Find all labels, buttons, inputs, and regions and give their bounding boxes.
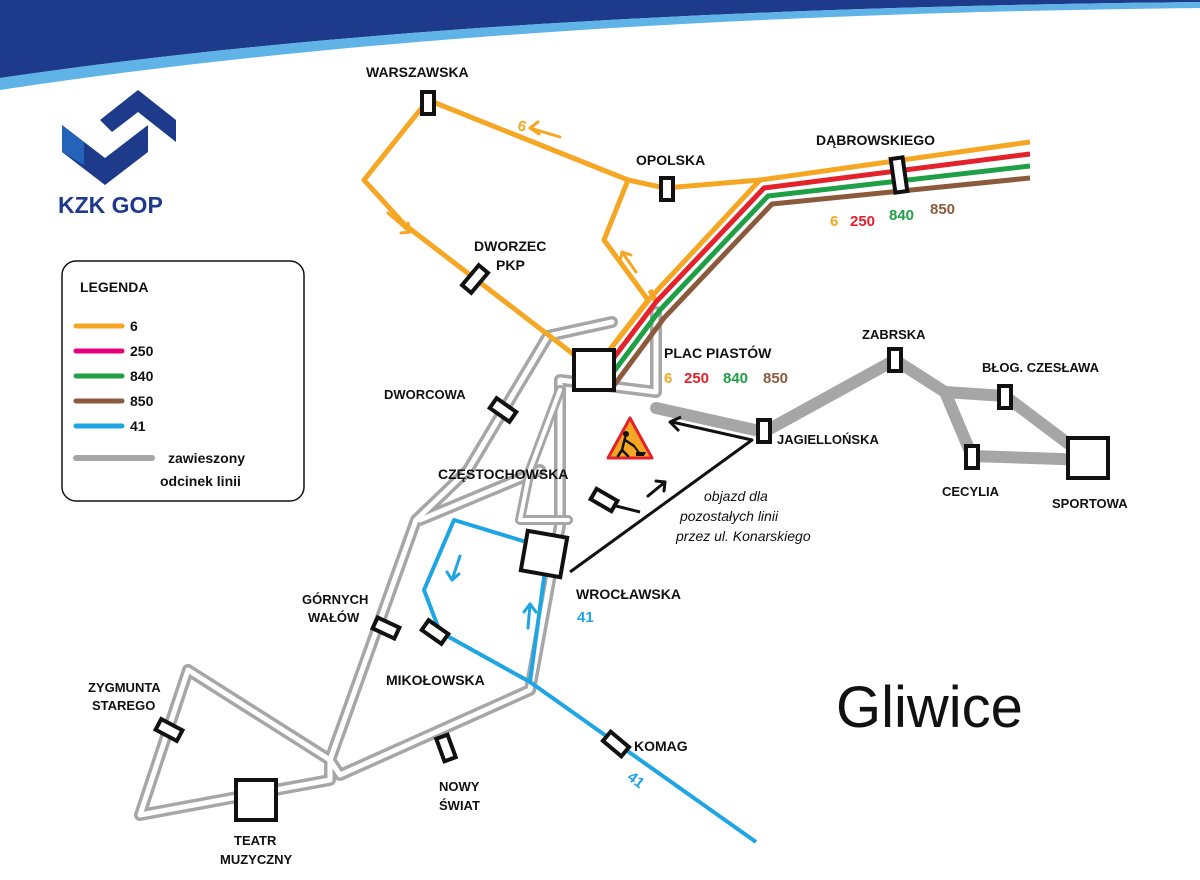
label-teatr-1: TEATR [234,833,277,848]
label-nowy-2: ŚWIAT [439,798,480,813]
stop-marker-komag [600,728,632,760]
stop-markers [152,90,1110,822]
stop-marker-dabrowskiego [888,155,910,195]
label-sportowa: SPORTOWA [1052,496,1128,511]
route-6-label: 6 [516,117,528,136]
label-komag: KOMAG [634,738,688,754]
legend-swatches [73,323,155,461]
label-dabrowskiego: DĄBROWSKIEGO [816,132,935,148]
legend-box [61,260,305,502]
label-opolska: OPOLSKA [636,152,705,168]
label-gornych-2: WAŁÓW [308,610,360,625]
komag-line-41: 41 [624,768,648,792]
legend-label-850: 850 [130,393,154,409]
stop-marker-dworzec [459,262,491,296]
stop-marker-dworcowa [486,395,520,425]
kzk-gop-logo: KZK GOP [58,90,176,218]
detour-note: objazd dla pozostałych linii przez ul. K… [675,488,811,544]
label-gornych-1: GÓRNYCH [302,592,368,607]
legend-label-840: 840 [130,368,154,384]
route-6-line [361,97,658,372]
label-mikolowska: MIKOŁOWSKA [386,672,485,688]
label-nowy-1: NOWY [439,779,480,794]
city-name: Gliwice [836,675,1023,740]
detour-note-line-1: objazd dla [704,488,768,504]
dab-line-250: 250 [850,213,875,230]
label-dworcowa: DWORCOWA [384,387,466,402]
label-jagiellonska: JAGIELLOŃSKA [777,432,879,447]
stop-marker-plac-piastow [572,348,616,392]
legend-label-suspended-1: zawieszony [168,450,245,466]
label-warszawska: WARSZAWSKA [366,64,469,80]
label-teatr-2: MUZYCZNY [220,852,293,867]
stop-labels: WARSZAWSKA OPOLSKA DĄBROWSKIEGO DWORZEC … [88,64,1128,867]
stop-marker-warszawska [420,90,436,116]
detour-note-line-3: przez ul. Konarskiego [675,528,811,544]
label-czestochowska: CZĘSTOCHOWSKA [438,466,568,482]
stop-marker-nowy-swiat [433,732,459,764]
plac-line-6: 6 [664,370,672,387]
suspended-routes [134,306,1096,821]
stop-marker-cecylia [964,444,980,470]
label-zabrska: ZABRSKA [862,327,926,342]
direction-arrows [386,120,667,630]
roadworks-warning-icon [606,416,654,460]
dab-line-6: 6 [830,213,838,230]
stop-marker-teatr [234,778,278,822]
route-41-line [422,518,758,844]
stop-marker-czestochowska [587,486,621,514]
brand-name: KZK GOP [58,192,163,218]
legend-label-suspended-2: odcinek linii [160,473,241,489]
dab-line-840: 840 [889,207,914,224]
label-zygmunta-2: STAREGO [92,698,155,713]
legend-label-41: 41 [130,418,146,434]
label-wroclawska: WROCŁAWSKA [576,586,681,602]
line-number-labels: 6 250 840 850 6 250 840 850 6 41 41 [516,117,955,792]
header-banner [0,0,1200,90]
stop-marker-mikolowska [418,617,452,647]
label-blog-czeslawa: BŁOG. CZESŁAWA [982,360,1100,375]
legend-title: LEGENDA [80,279,148,295]
label-cecylia: CECYLIA [942,484,1000,499]
label-dworzec-1: DWORZEC [474,238,546,254]
label-plac-piastow: PLAC PIASTÓW [664,344,772,361]
stop-marker-zygmunta [152,716,186,744]
stop-marker-gornych-walow [369,614,403,642]
plac-line-250: 250 [684,370,709,387]
detour-pointers [569,415,754,574]
label-dworzec-2: PKP [496,257,525,273]
legend-label-250: 250 [130,343,154,359]
label-zygmunta-1: ZYGMUNTA [88,680,161,695]
stop-marker-sportowa [1066,436,1110,480]
plac-line-840: 840 [723,370,748,387]
stop-marker-opolska [659,176,675,202]
wroclawska-line-41: 41 [577,609,594,626]
stop-marker-blog-czeslawa [997,384,1013,410]
plac-line-850: 850 [763,370,788,387]
stop-marker-zabrska [887,347,903,373]
legend: LEGENDA 6 250 840 850 41 zawieszony odci… [61,260,305,502]
dab-line-850: 850 [930,201,955,218]
legend-label-6: 6 [130,318,138,334]
stop-marker-jagiellonska [756,418,772,444]
stop-marker-wroclawska [518,528,570,580]
detour-note-line-2: pozostałych linii [679,508,779,524]
